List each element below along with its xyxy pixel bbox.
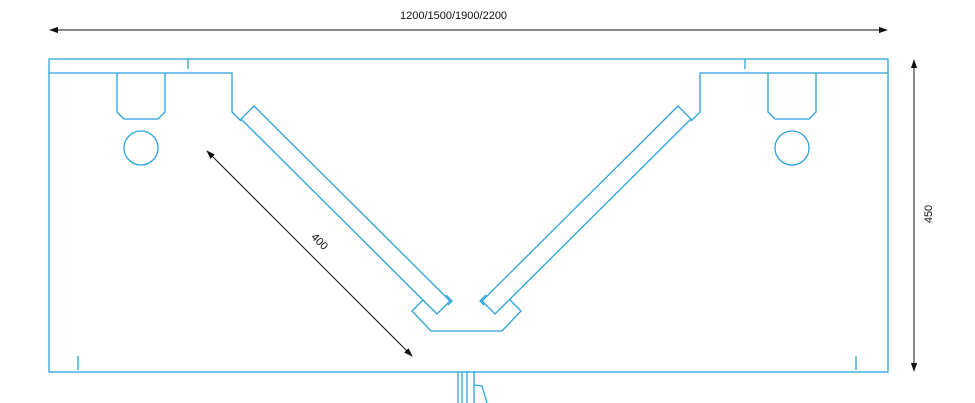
panel-dimension-arrow — [206, 150, 413, 357]
bottom-stem — [457, 372, 488, 403]
left-sink-pocket — [116, 73, 166, 166]
width-label: 1200/1500/1900/2200 — [400, 10, 508, 22]
right-drain-icon — [774, 130, 810, 166]
depth-label: 450 — [923, 204, 936, 224]
left-panel — [240, 105, 453, 315]
right-panel — [479, 105, 692, 315]
table-outline — [48, 58, 889, 373]
right-sink-pocket — [767, 73, 817, 166]
left-drain-icon — [123, 130, 159, 166]
center-cup — [411, 299, 522, 332]
